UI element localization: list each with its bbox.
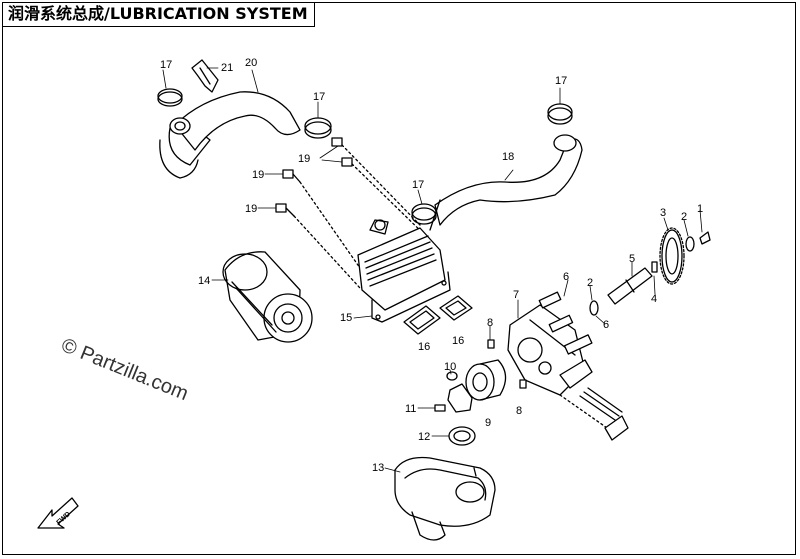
callout-10: 10 [444,361,456,373]
callout-17: 17 [160,59,172,71]
part-10[interactable] [446,371,473,413]
bolt-19-a[interactable] [282,169,361,269]
clamp-17-c[interactable] [547,103,573,125]
dowel-pin-8-a[interactable] [487,339,495,349]
callout-17: 17 [313,91,325,103]
callout-11: 11 [405,403,416,415]
callout-1: 1 [697,203,703,215]
callout-20: 20 [245,57,257,69]
callout-16: 16 [418,341,430,353]
callout-17: 17 [555,75,567,87]
callout-5: 5 [629,253,635,265]
callout-18: 18 [502,151,514,163]
bolt-6-b[interactable] [563,334,593,355]
callout-14: 14 [198,275,210,287]
gear-3[interactable] [659,227,685,285]
oil-cooler-15[interactable] [357,219,451,323]
bracket-21[interactable] [191,59,219,93]
callout-2: 2 [587,277,593,289]
callout-16: 16 [452,335,464,347]
fwd-arrow-icon [37,497,79,529]
callout-8: 8 [487,317,493,329]
clip-1[interactable] [699,231,711,245]
hose-20[interactable] [159,91,301,179]
callout-19: 19 [298,153,310,165]
washer-2-a[interactable] [685,236,695,252]
callout-labels: 17 21 20 17 17 19 18 19 17 19 1 2 3 5 14… [160,57,703,474]
callout-8: 8 [516,405,522,417]
pin-11[interactable] [434,404,446,412]
gasket-16-b[interactable] [439,295,473,321]
rotor-9[interactable] [465,359,507,401]
washer-2-b[interactable] [589,300,599,316]
callout-4: 4 [651,293,657,305]
callout-21: 21 [221,62,233,74]
gasket-16-a[interactable] [403,305,441,335]
watermark: © Partzilla.com [58,334,191,405]
callout-2: 2 [681,211,687,223]
clamp-17-d[interactable] [411,203,437,225]
strainer-13[interactable] [394,456,496,541]
relief-valve[interactable] [559,359,629,441]
callout-12: 12 [418,431,430,443]
leader-lines [162,67,703,473]
callout-15: 15 [340,312,352,324]
callout-3: 3 [660,207,666,219]
shaft-5[interactable] [607,267,653,305]
dowel-pin-8-b[interactable] [519,379,527,389]
bolt-19-b[interactable] [275,203,361,289]
bolt-6-a[interactable] [538,291,574,333]
callout-17: 17 [412,179,424,191]
callout-13: 13 [372,462,384,474]
oil-filter-14[interactable] [222,251,313,343]
clamp-17-b[interactable] [304,117,332,139]
pin-4[interactable] [651,261,658,273]
clamp-17-a[interactable] [157,88,183,107]
callout-6: 6 [603,319,609,331]
oring-12[interactable] [448,426,476,446]
callout-19: 19 [245,203,257,215]
callout-9: 9 [485,417,491,429]
callout-7: 7 [513,289,519,301]
callout-6: 6 [563,271,569,283]
diagram-title: 润滑系统总成/LUBRICATION SYSTEM [2,2,315,27]
callout-19: 19 [252,169,264,181]
hose-18[interactable] [429,134,583,231]
